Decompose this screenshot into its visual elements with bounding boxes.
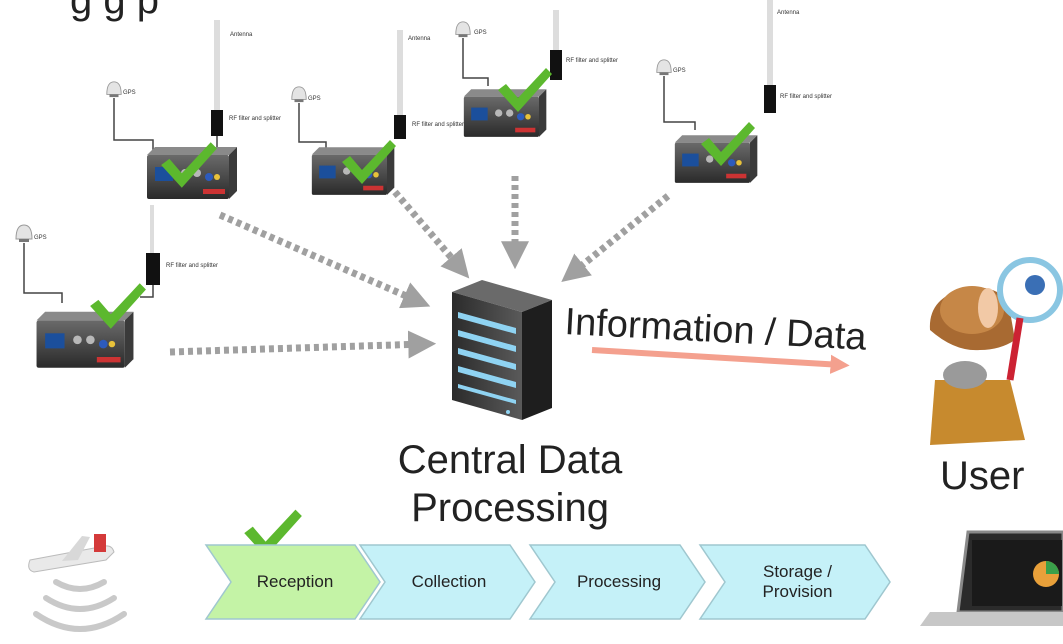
stage-collection	[358, 544, 536, 620]
svg-text:RF filter and splitter: RF filter and splitter	[166, 263, 218, 269]
svg-text:Antenna: Antenna	[408, 36, 431, 42]
stage-storage	[698, 544, 891, 620]
receiver-station-3: RF filter and splitter GPS	[455, 10, 618, 137]
svg-text:RF filter and splitter: RF filter and splitter	[412, 122, 464, 128]
stage-reception	[204, 544, 381, 620]
svg-text:GPS: GPS	[308, 96, 321, 102]
dotted-arrows	[169, 176, 671, 359]
svg-text:Antenna: Antenna	[230, 32, 253, 38]
receiver-station-4: Antenna RF filter and splitter GPS	[656, 0, 832, 183]
partial-header-text: g g p	[70, 0, 159, 22]
svg-text:RF filter and splitter: RF filter and splitter	[780, 94, 832, 100]
stage-processing	[528, 544, 706, 620]
radio-waves-icon	[33, 579, 127, 632]
server-icon	[452, 280, 552, 420]
receiver-station-5: RF filter and splitter GPS	[15, 205, 218, 368]
svg-text:GPS: GPS	[474, 30, 487, 36]
svg-text:GPS: GPS	[673, 68, 686, 74]
central-processing-label: Central Data Processing	[397, 438, 623, 530]
svg-text:RF filter and splitter: RF filter and splitter	[566, 58, 618, 64]
stage-label-processing: Processing	[576, 572, 662, 591]
svg-text:RF filter and splitter: RF filter and splitter	[229, 116, 281, 122]
svg-text:GPS: GPS	[123, 90, 136, 96]
user-label: User	[940, 454, 1025, 498]
svg-text:Antenna: Antenna	[777, 10, 800, 16]
laptop-icon	[920, 530, 1063, 626]
stage-label-storage: Storage / Provision	[762, 562, 833, 601]
svg-text:GPS: GPS	[34, 235, 47, 241]
airplane-icon	[28, 534, 115, 573]
data-flow-arrow	[591, 347, 850, 374]
receiver-station-2: Antenna RF filter and splitter GPS	[291, 30, 464, 195]
receiver-station-1: Antenna RF filter and splitter GPS	[106, 20, 281, 199]
pipeline	[204, 544, 891, 620]
stage-label-reception: Reception	[256, 572, 334, 591]
stage-label-collection: Collection	[411, 572, 487, 591]
user-detective-icon	[929, 257, 1063, 445]
